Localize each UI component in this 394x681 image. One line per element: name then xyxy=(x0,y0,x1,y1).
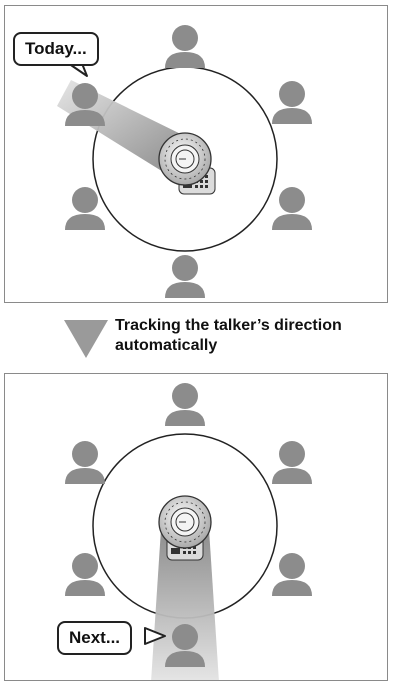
bubble-tail xyxy=(144,627,166,645)
person-icon xyxy=(272,81,312,124)
person-icon xyxy=(65,553,105,596)
person-icon xyxy=(165,624,205,667)
person-icon xyxy=(272,441,312,484)
caption-line-1: Tracking the talker’s direction xyxy=(115,317,342,334)
bottom-diagram xyxy=(65,383,312,680)
person-icon xyxy=(65,83,105,126)
down-arrow-icon xyxy=(64,320,108,358)
person-icon xyxy=(165,255,205,298)
bottom-panel: Next... xyxy=(4,373,388,681)
top-diagram xyxy=(57,25,312,298)
person-icon xyxy=(272,187,312,230)
person-icon xyxy=(165,383,205,426)
microphone-icon xyxy=(158,132,216,195)
microphone-icon xyxy=(158,495,212,561)
today-bubble: Today... xyxy=(13,32,99,66)
person-icon xyxy=(65,187,105,230)
transition-caption: Tracking the talker’s direction automati… xyxy=(115,316,394,356)
caption-line-2: automatically xyxy=(115,337,218,354)
next-bubble: Next... xyxy=(57,621,133,655)
top-panel: Today... xyxy=(4,5,388,303)
person-icon xyxy=(165,25,205,68)
person-icon xyxy=(272,553,312,596)
person-icon xyxy=(65,441,105,484)
